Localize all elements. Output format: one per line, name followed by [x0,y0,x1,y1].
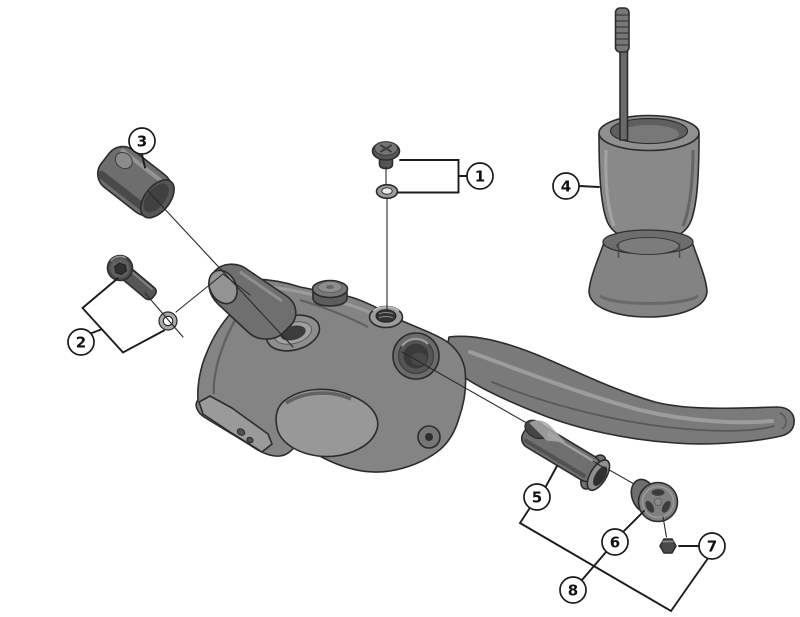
callout-circle [523,483,551,511]
callout-circle [698,532,726,560]
cylinder-bore [392,332,440,380]
callout-circle [559,576,587,604]
nut [659,538,677,554]
callout-7: 7 [698,532,726,560]
bleed-port [368,305,404,329]
clamp-face-plate [198,395,273,453]
bleed-screw-washer [375,183,399,200]
clamp-bolt-o-ring [158,311,178,331]
clamp-barrel [208,263,297,340]
callout-number: 5 [532,489,542,507]
callout-number: 2 [76,334,86,352]
dome-cap [311,279,349,307]
callout-number: 8 [568,582,578,600]
callout-brackets [81,153,710,613]
pivot-knuckle [417,425,441,449]
adjuster-plug [630,478,679,523]
callout-number: 7 [707,538,717,556]
lever-blade [447,335,795,445]
body-cutout-hole [275,388,379,458]
clamp-bolt [106,254,157,301]
plug-nut-leader [662,516,668,538]
callout-5: 5 [523,483,551,511]
slotted-bushing [520,419,611,492]
bleed-funnel [588,7,708,318]
callout-8: 8 [559,576,587,604]
leader-lines [144,166,388,348]
hex-socket [114,262,127,275]
funnel-skirt [588,229,708,318]
callout-circle [601,528,629,556]
callout-circle [128,127,156,155]
callout-number: 3 [137,133,147,151]
callout-number: 1 [475,168,485,186]
callout-1: 1 [466,162,494,190]
callout-2: 2 [67,328,95,356]
callout-6: 6 [601,528,629,556]
callout-circle [67,328,95,356]
callout-circle [552,172,580,200]
funnel-plug-rod [614,7,630,141]
callout-3: 3 [128,127,156,155]
callout-circle [466,162,494,190]
callout-number: 4 [561,178,571,196]
rubber-boot [96,145,175,219]
callout-4: 4 [552,172,580,200]
bleed-screw [371,141,401,170]
callout-number: 6 [610,534,620,552]
lever-body [195,263,467,473]
